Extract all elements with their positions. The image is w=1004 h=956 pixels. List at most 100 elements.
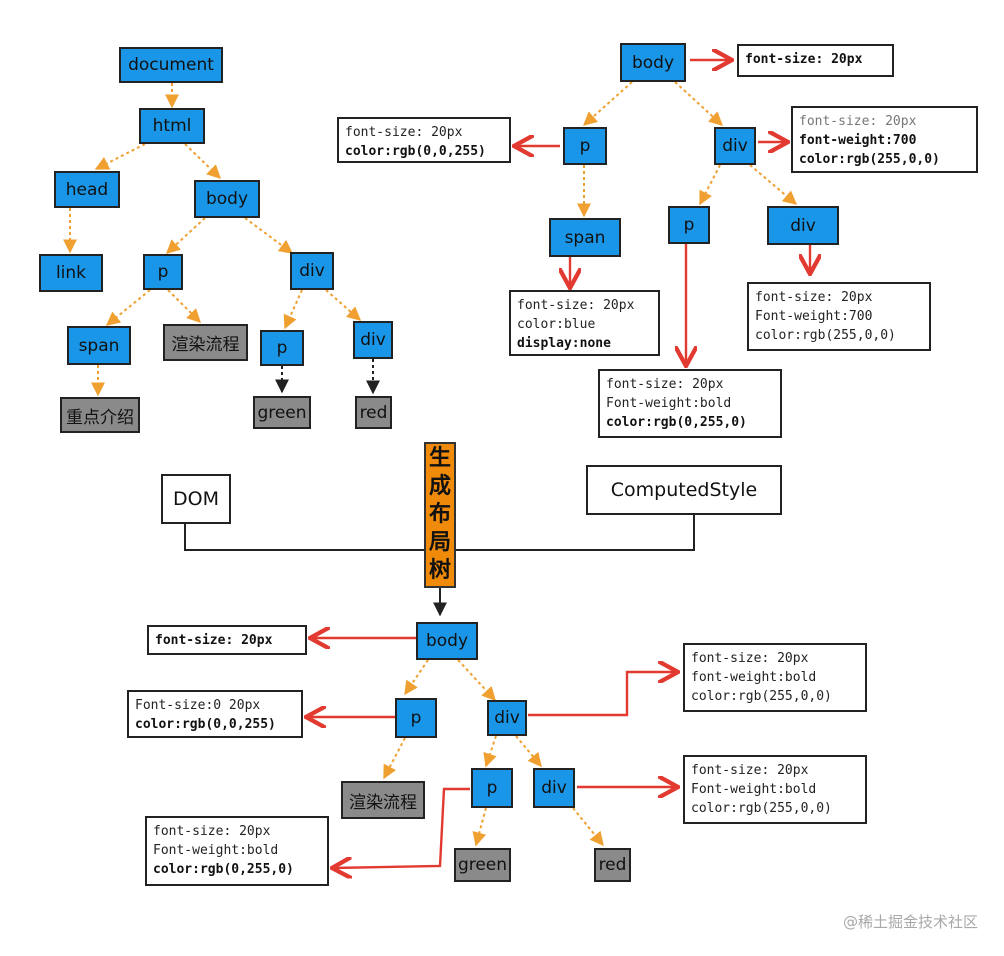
style-line: color:rgb(255,0,0) — [799, 152, 940, 167]
style-line: Font-size:0 20px — [135, 698, 261, 713]
bar-char: 布 — [428, 502, 451, 527]
style-line: color:blue — [517, 317, 596, 332]
dom-text-green: green — [253, 396, 311, 429]
style-div2-computed: font-size: 20px Font-weight:700 color:rg… — [747, 282, 931, 351]
edge-p-span — [105, 289, 151, 326]
bar-char: 成 — [428, 474, 451, 499]
layout-div2-computed: font-size: 20px Font-weight:bold color:r… — [683, 755, 867, 824]
style-line: color:rgb(255,0,0) — [755, 328, 896, 343]
layout-text-red: red — [594, 848, 631, 882]
style-line: Font-weight:bold — [691, 782, 817, 797]
dom-node-p2: p — [260, 330, 304, 366]
style-node-body: body — [620, 43, 686, 82]
style-line: font-size: 20px — [606, 377, 724, 392]
edge-l-body-div — [457, 659, 496, 702]
dom-node-html: html — [139, 108, 205, 144]
layout-text-render-flow: 渲染流程 — [341, 781, 425, 819]
style-line: font-size: 20px — [153, 824, 271, 839]
edge-l-div-p — [483, 735, 497, 768]
style-node-p2: p — [668, 206, 710, 244]
dom-tree-edges — [63, 83, 362, 397]
dom-node-div2: div — [353, 321, 393, 359]
edge-div-div — [325, 289, 362, 321]
style-p-computed: font-size: 20px color:rgb(0,0,255) — [337, 117, 511, 163]
style-line: font-size: 20px — [745, 52, 863, 67]
style-line: font-size: 20px — [345, 125, 463, 140]
computed-style-label: ComputedStyle — [586, 465, 782, 515]
style-line: color:rgb(0,255,0) — [606, 415, 747, 430]
dom-text-red: red — [355, 396, 392, 429]
watermark: @稀土掘金技术社区 — [842, 913, 978, 931]
dom-text-render-flow: 渲染流程 — [163, 324, 248, 361]
style-body-computed: font-size: 20px — [737, 44, 894, 77]
style-node-span: span — [549, 218, 621, 257]
style-line: font-size: 20px — [755, 290, 873, 305]
edge-html-body — [184, 143, 222, 179]
edge-l-div-style — [528, 672, 678, 717]
style-line: color:rgb(0,0,255) — [345, 144, 486, 159]
dom-node-document: document — [119, 47, 223, 83]
layout-node-div2: div — [533, 768, 575, 808]
layout-tree-red-edges — [306, 638, 678, 868]
edge-p-text — [167, 289, 201, 323]
style-line: font-size: 20px — [691, 763, 809, 778]
style-line: font-size: 20px — [691, 651, 809, 666]
edge-l-p-text — [383, 737, 406, 780]
dom-bracket-line — [184, 524, 424, 551]
style-div-computed: font-size: 20px font-weight:700 color:rg… — [791, 106, 978, 173]
edge-l-body-p — [404, 659, 429, 696]
edge-l-p-green — [472, 807, 487, 847]
style-line: font-weight:bold — [691, 670, 817, 685]
style-tree-edges — [577, 81, 798, 218]
edge-s-div-p — [699, 164, 721, 206]
style-tree-red-edges — [514, 60, 810, 366]
layout-div-computed: font-size: 20px font-weight:bold color:r… — [683, 643, 867, 712]
style-line: color:rgb(0,0,255) — [135, 717, 276, 732]
layout-p2-computed: font-size: 20px Font-weight:bold color:r… — [145, 816, 329, 886]
edge-html-head — [94, 143, 146, 170]
edge-l-div-red — [572, 807, 604, 847]
generate-layout-tree-bar: 生 成 布 局 树 — [424, 442, 456, 588]
style-line: Font-weight:bold — [606, 396, 732, 411]
merge-bracket — [184, 515, 695, 617]
style-line: color:rgb(255,0,0) — [691, 689, 832, 704]
edge-s-body-div — [674, 81, 724, 126]
dom-node-span: span — [67, 326, 131, 365]
style-span-computed: font-size: 20px color:blue display:none — [509, 290, 660, 356]
style-line: color:rgb(0,255,0) — [153, 862, 294, 877]
dom-node-div: div — [290, 252, 334, 290]
style-line: font-size: 20px — [517, 298, 635, 313]
layout-node-p2: p — [471, 768, 513, 808]
edge-l-div-div — [515, 735, 542, 768]
style-node-div: div — [714, 127, 756, 165]
edge-body-div — [244, 217, 294, 254]
edge-s-body-p — [582, 81, 633, 126]
layout-body-computed: font-size: 20px — [147, 625, 307, 655]
dom-node-head: head — [54, 171, 120, 208]
style-p2-computed: font-size: 20px Font-weight:bold color:r… — [598, 369, 782, 438]
bar-char: 局 — [428, 530, 451, 555]
dom-tree-text-edges — [275, 359, 380, 395]
style-line: font-weight:700 — [799, 133, 917, 148]
style-line: display:none — [517, 336, 611, 351]
layout-node-p: p — [395, 698, 437, 738]
edge-s-div-div — [749, 164, 798, 205]
style-line: font-size: 20px — [799, 114, 917, 129]
style-node-div2: div — [767, 206, 839, 245]
style-node-p: p — [563, 127, 607, 165]
style-line: Font-weight:700 — [755, 309, 873, 324]
bar-char: 生 — [428, 446, 451, 471]
edge-l-p2-style — [332, 787, 470, 868]
style-line: font-size: 20px — [155, 633, 273, 648]
layout-p-computed: Font-size:0 20px color:rgb(0,0,255) — [127, 690, 303, 738]
dom-node-p: p — [143, 254, 183, 290]
edge-body-p — [165, 217, 206, 254]
style-bracket-line — [456, 515, 695, 551]
style-line: color:rgb(255,0,0) — [691, 801, 832, 816]
layout-tree-edges — [383, 659, 604, 847]
dom-text-key-intro: 重点介绍 — [60, 397, 140, 433]
dom-node-link: link — [39, 254, 103, 292]
layout-node-body: body — [416, 622, 478, 660]
